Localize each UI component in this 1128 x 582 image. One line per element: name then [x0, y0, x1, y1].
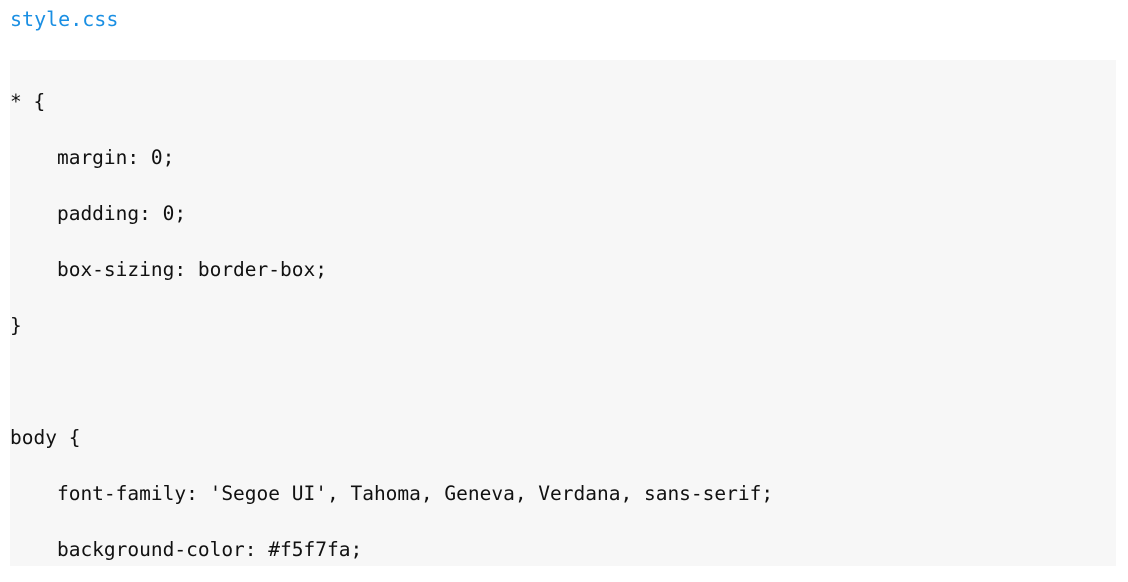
- code-lines: * { margin: 0; padding: 0; box-sizing: b…: [10, 60, 1116, 566]
- code-line: body {: [10, 426, 81, 449]
- code-line: * {: [10, 90, 46, 113]
- code-line: [10, 368, 1116, 424]
- code-line: }: [10, 314, 22, 337]
- code-line: background-color: #f5f7fa;: [10, 538, 363, 561]
- code-line: margin: 0;: [10, 146, 175, 169]
- code-line: padding: 0;: [10, 202, 187, 225]
- code-line: font-family: 'Segoe UI', Tahoma, Geneva,…: [10, 482, 774, 505]
- code-line: box-sizing: border-box;: [10, 258, 327, 281]
- code-block: * { margin: 0; padding: 0; box-sizing: b…: [10, 60, 1116, 566]
- file-name-link[interactable]: style.css: [10, 7, 119, 31]
